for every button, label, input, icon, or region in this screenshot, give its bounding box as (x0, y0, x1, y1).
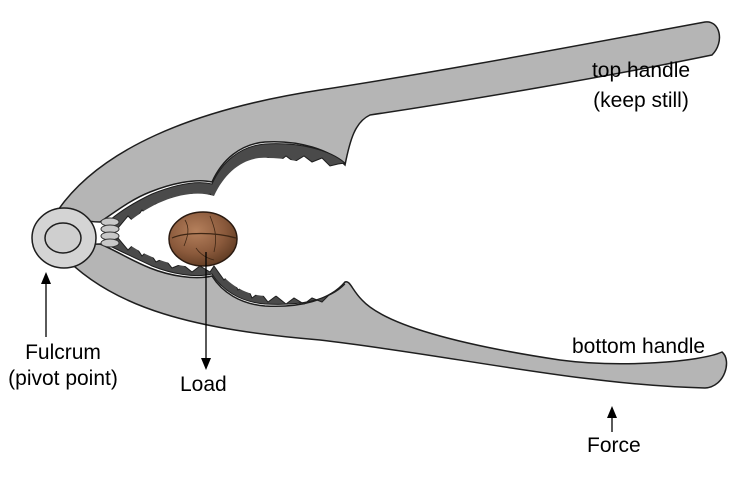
fulcrum-label-line1: Fulcrum (25, 341, 101, 364)
arrows (41, 252, 617, 432)
top-handle-label: top handle (keep still) (584, 58, 698, 114)
fulcrum-label: Fulcrum (pivot point) (0, 340, 126, 392)
top-handle (56, 21, 721, 223)
top-handle-label-line2: (keep still) (593, 89, 689, 112)
load-label: Load (180, 373, 227, 396)
top-handle-label-line1: top handle (591, 59, 691, 82)
walnut-icon (168, 211, 238, 267)
bottom-handle-label: bottom handle (572, 335, 706, 358)
force-label: Force (587, 434, 641, 457)
fulcrum-label-line2: (pivot point) (8, 367, 118, 390)
pivot-pin (44, 222, 82, 254)
spring (100, 217, 120, 248)
bottom-handle (56, 243, 728, 389)
